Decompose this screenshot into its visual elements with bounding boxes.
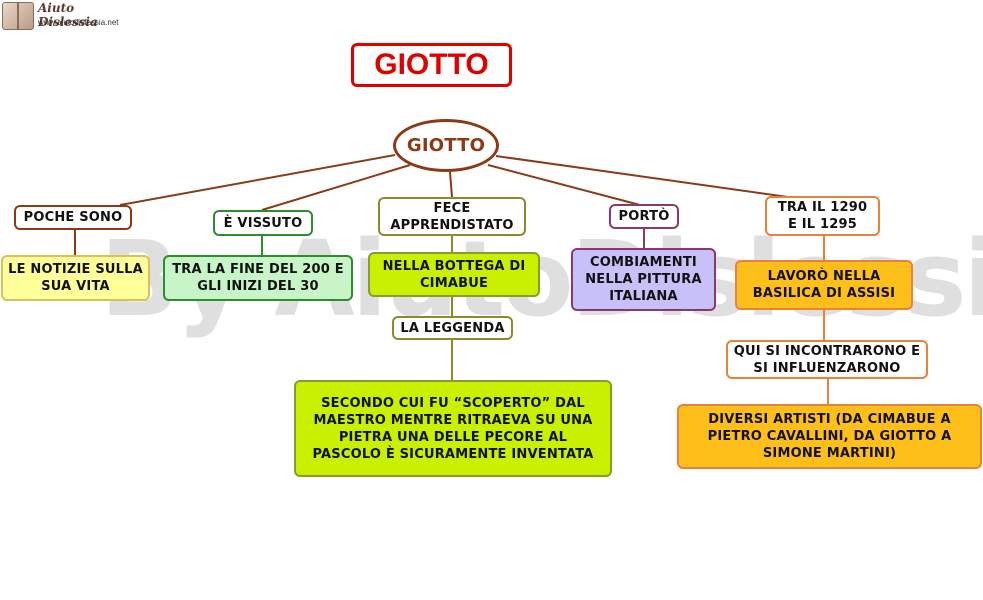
page-title: GIOTTO — [351, 43, 512, 87]
branch-sublabel-incontrarono: QUI SI INCONTRARONO E SI INFLUENZARONO — [726, 340, 928, 379]
link-root-b4 — [487, 164, 641, 206]
branch-label-date: TRA IL 1290 E IL 1295 — [765, 196, 880, 236]
branch-label-vissuto: È VISSUTO — [213, 210, 313, 236]
branch-detail-assisi: LAVORÒ NELLA BASILICA DI ASSISI — [735, 260, 913, 310]
branch-detail-notizie: LE NOTIZIE SULLA SUA VITA — [1, 255, 150, 301]
branch-label-porto: PORTÒ — [609, 204, 679, 229]
branch-subdetail-artisti: DIVERSI ARTISTI (DA CIMABUE A PIETRO CAV… — [677, 404, 982, 469]
branch-subdetail-leggenda: SECONDO CUI FU “SCOPERTO” DAL MAESTRO ME… — [294, 380, 612, 477]
logo-url: www.aiutodislessia.net — [38, 18, 119, 27]
branch-detail-cambiamenti: COMBIAMENTI NELLA PITTURA ITALIANA — [571, 248, 716, 311]
root-node: GIOTTO — [393, 119, 499, 172]
logo-name: Aiuto Dislessia — [38, 1, 98, 29]
branch-detail-periodo: TRA LA FINE DEL 200 E GLI INIZI DEL 30 — [163, 255, 353, 301]
link-root-b3 — [449, 171, 453, 198]
branch-detail-bottega: NELLA BOTTEGA DI CIMABUE — [368, 252, 540, 297]
branch-sublabel-leggenda: LA LEGGENDA — [392, 316, 513, 340]
book-icon — [2, 2, 34, 30]
link-root-b1 — [119, 154, 396, 206]
link-root-b2 — [261, 164, 411, 211]
branch-label-poche-sono: POCHE SONO — [14, 205, 132, 230]
link-root-b5 — [495, 155, 796, 199]
site-logo[interactable]: Aiuto Dislessia www.aiutodislessia.net — [0, 0, 135, 32]
branch-label-apprendistato: FECE APPRENDISTATO — [378, 197, 526, 236]
